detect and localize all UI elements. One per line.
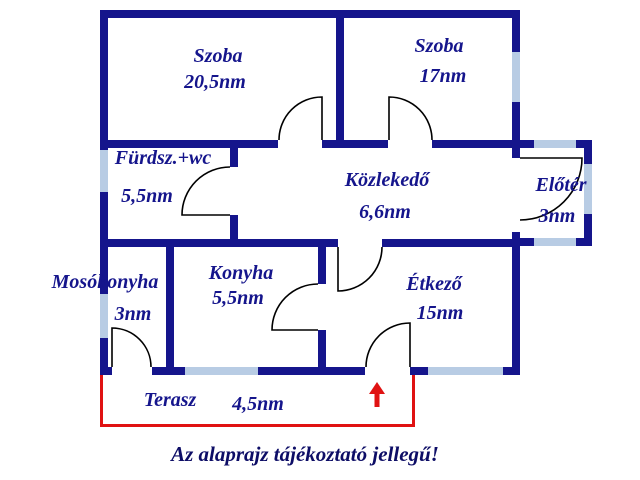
room-area-eloter: 3nm [538, 205, 576, 227]
room-area-etkezo: 15nm [416, 302, 464, 324]
wall-szoba-divider [336, 10, 344, 148]
room-name-konyha: Konyha [208, 262, 274, 284]
room-area-szoba-2: 17nm [419, 65, 467, 87]
wall-mid-seg-2 [322, 140, 344, 148]
room-name-eloter: Előtér [535, 174, 587, 196]
window-eloter-right [584, 164, 592, 214]
door-arc-mosokonyha [111, 327, 152, 368]
door-arc-konyha [271, 283, 319, 331]
window-eloter-top [534, 140, 576, 148]
door-arc-kozlekedo-etkezo [337, 246, 383, 292]
window-szoba-2 [512, 52, 520, 102]
room-name-szoba-1: Szoba [193, 45, 243, 67]
wall-left [100, 10, 108, 375]
room-name-kozlekedo: Közlekedő [344, 169, 430, 191]
wall-lowerband-left [100, 239, 338, 247]
room-name-furdoszoba: Fürdsz.+wc [114, 147, 212, 169]
window-furdoszoba [100, 150, 108, 192]
wall-mid-seg-3 [344, 140, 388, 148]
wall-mid-seg-4 [432, 140, 512, 148]
room-name-etkezo: Étkező [406, 273, 462, 295]
room-area-kozlekedo: 6,6nm [359, 201, 411, 223]
wall-lowerband-right [382, 239, 512, 247]
room-area-furdoszoba: 5,5nm [121, 185, 173, 207]
door-arc-szoba-2 [388, 96, 433, 141]
window-konyha [185, 367, 258, 375]
door-arc-entrance [365, 322, 411, 368]
window-mosokonyha [100, 294, 108, 338]
wall-furdsz-lower [230, 215, 238, 247]
room-area-terasz: 4,5nm [232, 393, 284, 415]
room-area-szoba-1: 20,5nm [184, 71, 246, 93]
room-area-konyha: 5,5nm [212, 287, 264, 309]
wall-konyha-lower [318, 330, 326, 375]
room-area-mosokonyha: 3nm [114, 303, 152, 325]
room-name-terasz: Terasz [143, 389, 197, 411]
wall-konyha-upper [318, 239, 326, 284]
terrace-outline [100, 375, 415, 427]
wall-bottom-left [100, 367, 112, 375]
entrance-arrow-icon [369, 382, 385, 407]
room-name-szoba-2: Szoba [414, 35, 464, 57]
room-name-mosokonyha: Mosókonyha [51, 271, 159, 293]
wall-furdsz-upper [230, 140, 238, 167]
door-arc-szoba-1 [278, 96, 323, 141]
wall-mid-seg-1 [100, 140, 278, 148]
wall-top [100, 10, 520, 18]
disclaimer-caption: Az alaprajz tájékoztató jellegű! [171, 442, 439, 466]
wall-bottom-mid [152, 367, 365, 375]
window-etkezo [428, 367, 503, 375]
door-arc-eloter [519, 157, 583, 221]
wall-right-lower [512, 232, 520, 375]
wall-mosokonyha [166, 239, 174, 375]
window-eloter-bottom [534, 238, 576, 246]
door-arc-furdoszoba [181, 166, 231, 216]
